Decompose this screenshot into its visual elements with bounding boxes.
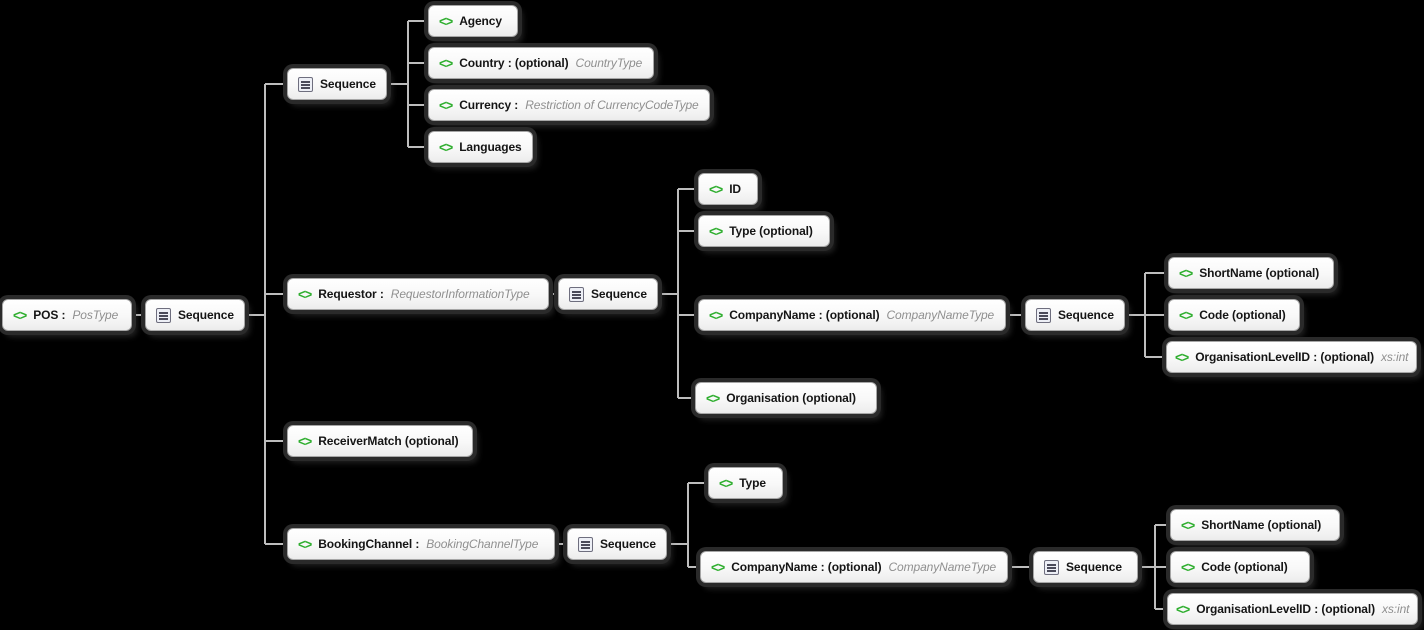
node-organisationlevelid-bookingchannel[interactable]: <> OrganisationLevelID : (optional) xs:i…: [1167, 593, 1419, 625]
sequence-icon: [298, 76, 313, 92]
node-organisation[interactable]: <> Organisation (optional): [695, 382, 877, 414]
element-icon: <>: [706, 390, 720, 406]
node-sequence-companyname-requestor[interactable]: Sequence: [1025, 299, 1125, 331]
sequence-icon: [1036, 307, 1051, 323]
node-languages[interactable]: <> Languages: [428, 131, 533, 163]
node-companyname-bookingchannel[interactable]: <> CompanyName : (optional) CompanyNameT…: [700, 551, 1008, 583]
node-code-bookingchannel[interactable]: <> Code (optional): [1170, 551, 1310, 583]
node-label: ReceiverMatch (optional): [318, 434, 459, 448]
node-country[interactable]: <> Country : (optional) CountryType: [428, 47, 654, 79]
node-label: Requestor :: [318, 287, 384, 301]
connector-companyname-bot: [1008, 524, 1170, 610]
connector-bookingchannel: [555, 482, 708, 568]
node-sequence-root[interactable]: Sequence: [145, 299, 245, 331]
element-icon: <>: [298, 286, 312, 302]
element-icon: <>: [1179, 307, 1193, 323]
node-label: Type: [739, 476, 766, 490]
element-icon: <>: [439, 139, 453, 155]
node-agency[interactable]: <> Agency: [428, 5, 518, 37]
node-label: Agency: [459, 14, 502, 28]
node-label: Code (optional): [1199, 308, 1286, 322]
node-label: OrganisationLevelID : (optional): [1196, 602, 1375, 616]
element-icon: <>: [719, 475, 733, 491]
element-icon: <>: [1181, 559, 1195, 575]
node-bookingchannel[interactable]: <> BookingChannel : BookingChannelType: [287, 528, 555, 560]
node-sequence-bookingchannel[interactable]: Sequence: [567, 528, 667, 560]
node-type: CountryType: [575, 56, 643, 70]
node-sequence-requestor[interactable]: Sequence: [558, 278, 658, 310]
element-icon: <>: [439, 13, 453, 29]
node-sequence-companyname-bookingchannel[interactable]: Sequence: [1033, 551, 1138, 583]
sequence-icon: [1044, 559, 1059, 575]
node-currency[interactable]: <> Currency : Restriction of CurrencyCod…: [428, 89, 710, 121]
node-label: Type (optional): [729, 224, 813, 238]
node-receivermatch[interactable]: <> ReceiverMatch (optional): [287, 425, 473, 457]
node-type: xs:int: [1381, 350, 1409, 364]
node-label: ID: [729, 182, 741, 196]
node-label: Sequence: [591, 287, 647, 301]
node-label: CompanyName : (optional): [729, 308, 880, 322]
node-sequence-top[interactable]: Sequence: [287, 68, 387, 100]
node-type: CompanyNameType: [888, 560, 997, 574]
node-shortname-requestor[interactable]: <> ShortName (optional): [1168, 257, 1334, 289]
node-label: Sequence: [1058, 308, 1114, 322]
node-label: ShortName (optional): [1199, 266, 1320, 280]
node-pos[interactable]: <> POS : PosType: [2, 299, 132, 331]
node-label: Sequence: [320, 77, 376, 91]
sequence-icon: [569, 286, 584, 302]
node-code-requestor[interactable]: <> Code (optional): [1168, 299, 1300, 331]
sequence-icon: [578, 536, 593, 552]
node-type: RequestorInformationType: [390, 287, 530, 301]
node-label: BookingChannel :: [318, 537, 420, 551]
node-type: Restriction of CurrencyCodeType: [525, 98, 699, 112]
node-type: PosType: [72, 308, 119, 322]
element-icon: <>: [709, 307, 723, 323]
node-label: Sequence: [178, 308, 234, 322]
node-label: Country : (optional): [459, 56, 569, 70]
node-organisationlevelid-requestor[interactable]: <> OrganisationLevelID : (optional) xs:i…: [1166, 341, 1418, 373]
node-id[interactable]: <> ID: [698, 173, 758, 205]
element-icon: <>: [711, 559, 725, 575]
element-icon: <>: [709, 181, 723, 197]
node-requestor[interactable]: <> Requestor : RequestorInformationType: [287, 278, 549, 310]
node-label: Sequence: [1066, 560, 1122, 574]
element-icon: <>: [298, 433, 312, 449]
node-label: CompanyName : (optional): [731, 560, 882, 574]
node-label: Code (optional): [1201, 560, 1288, 574]
element-icon: <>: [1181, 517, 1195, 533]
element-icon: <>: [1175, 349, 1189, 365]
node-label: Organisation (optional): [726, 391, 856, 405]
node-shortname-bookingchannel[interactable]: <> ShortName (optional): [1170, 509, 1340, 541]
connector-root: [132, 83, 287, 545]
node-label: ShortName (optional): [1201, 518, 1322, 532]
element-icon: <>: [439, 55, 453, 71]
element-icon: <>: [1176, 601, 1190, 617]
element-icon: <>: [1179, 265, 1193, 281]
node-label: POS :: [33, 308, 66, 322]
node-type: BookingChannelType: [426, 537, 539, 551]
node-type: CompanyNameType: [886, 308, 995, 322]
element-icon: <>: [13, 307, 27, 323]
node-label: Sequence: [600, 537, 656, 551]
node-type: xs:int: [1382, 602, 1410, 616]
node-type-optional[interactable]: <> Type (optional): [698, 215, 830, 247]
node-label: Languages: [459, 140, 522, 154]
connector-requestor: [549, 188, 698, 399]
element-icon: <>: [298, 536, 312, 552]
node-type-bookingchannel[interactable]: <> Type: [708, 467, 783, 499]
element-icon: <>: [439, 97, 453, 113]
node-label: OrganisationLevelID : (optional): [1195, 350, 1374, 364]
connector-companyname-mid: [1006, 272, 1168, 358]
connector-top-sequence: [387, 20, 428, 148]
node-label: Currency :: [459, 98, 519, 112]
node-companyname-requestor[interactable]: <> CompanyName : (optional) CompanyNameT…: [698, 299, 1006, 331]
element-icon: <>: [709, 223, 723, 239]
sequence-icon: [156, 307, 171, 323]
